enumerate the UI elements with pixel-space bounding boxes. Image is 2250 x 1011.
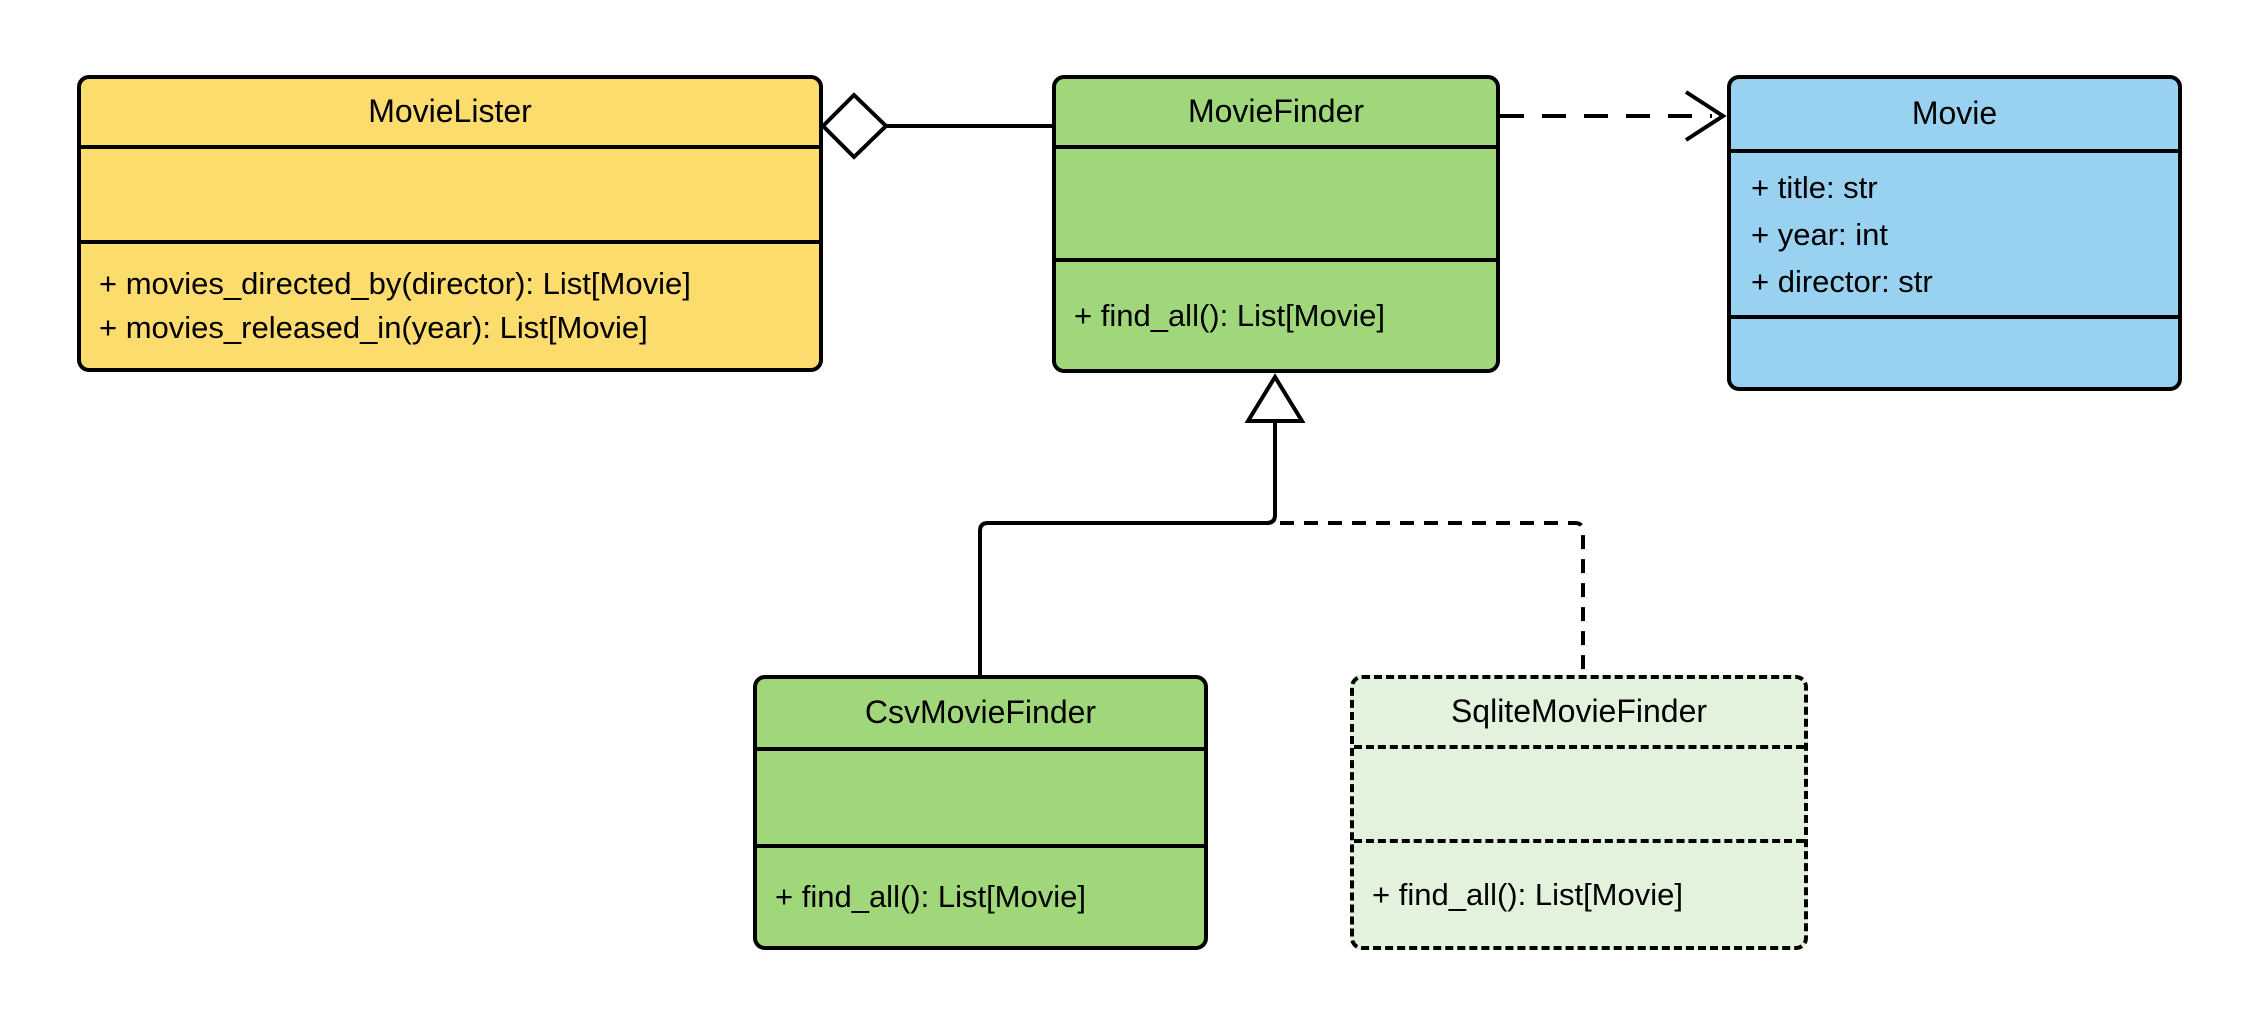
method-line: + find_all(): List[Movie] <box>775 879 1086 914</box>
method-line: + find_all(): List[Movie] <box>1372 876 1683 912</box>
attributes-section <box>1056 145 1496 258</box>
class-title: SqliteMovieFinder <box>1450 693 1708 730</box>
attributes-section <box>757 747 1204 844</box>
methods-section: + movies_directed_by(director): List[Mov… <box>81 240 819 368</box>
class-moviefinder: MovieFinder + find_all(): List[Movie] <box>1052 75 1500 373</box>
class-title: MovieLister <box>368 93 532 130</box>
class-movielister: MovieLister + movies_directed_by(directo… <box>77 75 823 372</box>
class-sqlitemoviefinder: SqliteMovieFinder + find_all(): List[Mov… <box>1350 675 1808 950</box>
aggregation-diamond-icon <box>820 92 889 160</box>
class-csvmoviefinder: CsvMovieFinder + find_all(): List[Movie] <box>753 675 1208 950</box>
attribute-line: + director: str <box>1751 263 1933 299</box>
attribute-line: + title: str <box>1751 169 1878 205</box>
attribute-line: + year: int <box>1751 216 1888 252</box>
attributes-section <box>81 145 819 240</box>
inheritance-stem <box>1266 421 1277 525</box>
class-title: CsvMovieFinder <box>864 694 1097 731</box>
method-line: + movies_directed_by(director): List[Mov… <box>99 266 691 301</box>
class-movie: Movie + title: str + year: int + directo… <box>1727 75 2182 391</box>
attributes-section <box>1354 745 1804 839</box>
attributes-section: + title: str + year: int + director: str <box>1731 149 2178 315</box>
dependency-open-arrow-icon <box>1684 90 1727 142</box>
methods-section: + find_all(): List[Movie] <box>1354 839 1804 946</box>
inheritance-triangle-icon <box>1244 373 1306 423</box>
methods-section: + find_all(): List[Movie] <box>757 844 1204 946</box>
inheritance-branch-sqlite <box>1280 521 1585 675</box>
methods-section: + find_all(): List[Movie] <box>1056 258 1496 369</box>
method-line: + find_all(): List[Movie] <box>1074 297 1385 333</box>
method-line: + movies_released_in(year): List[Movie] <box>99 310 648 345</box>
methods-section <box>1731 315 2178 387</box>
inheritance-branch-csv <box>978 521 1270 675</box>
class-title: Movie <box>1911 95 1998 132</box>
class-title: MovieFinder <box>1187 93 1365 130</box>
